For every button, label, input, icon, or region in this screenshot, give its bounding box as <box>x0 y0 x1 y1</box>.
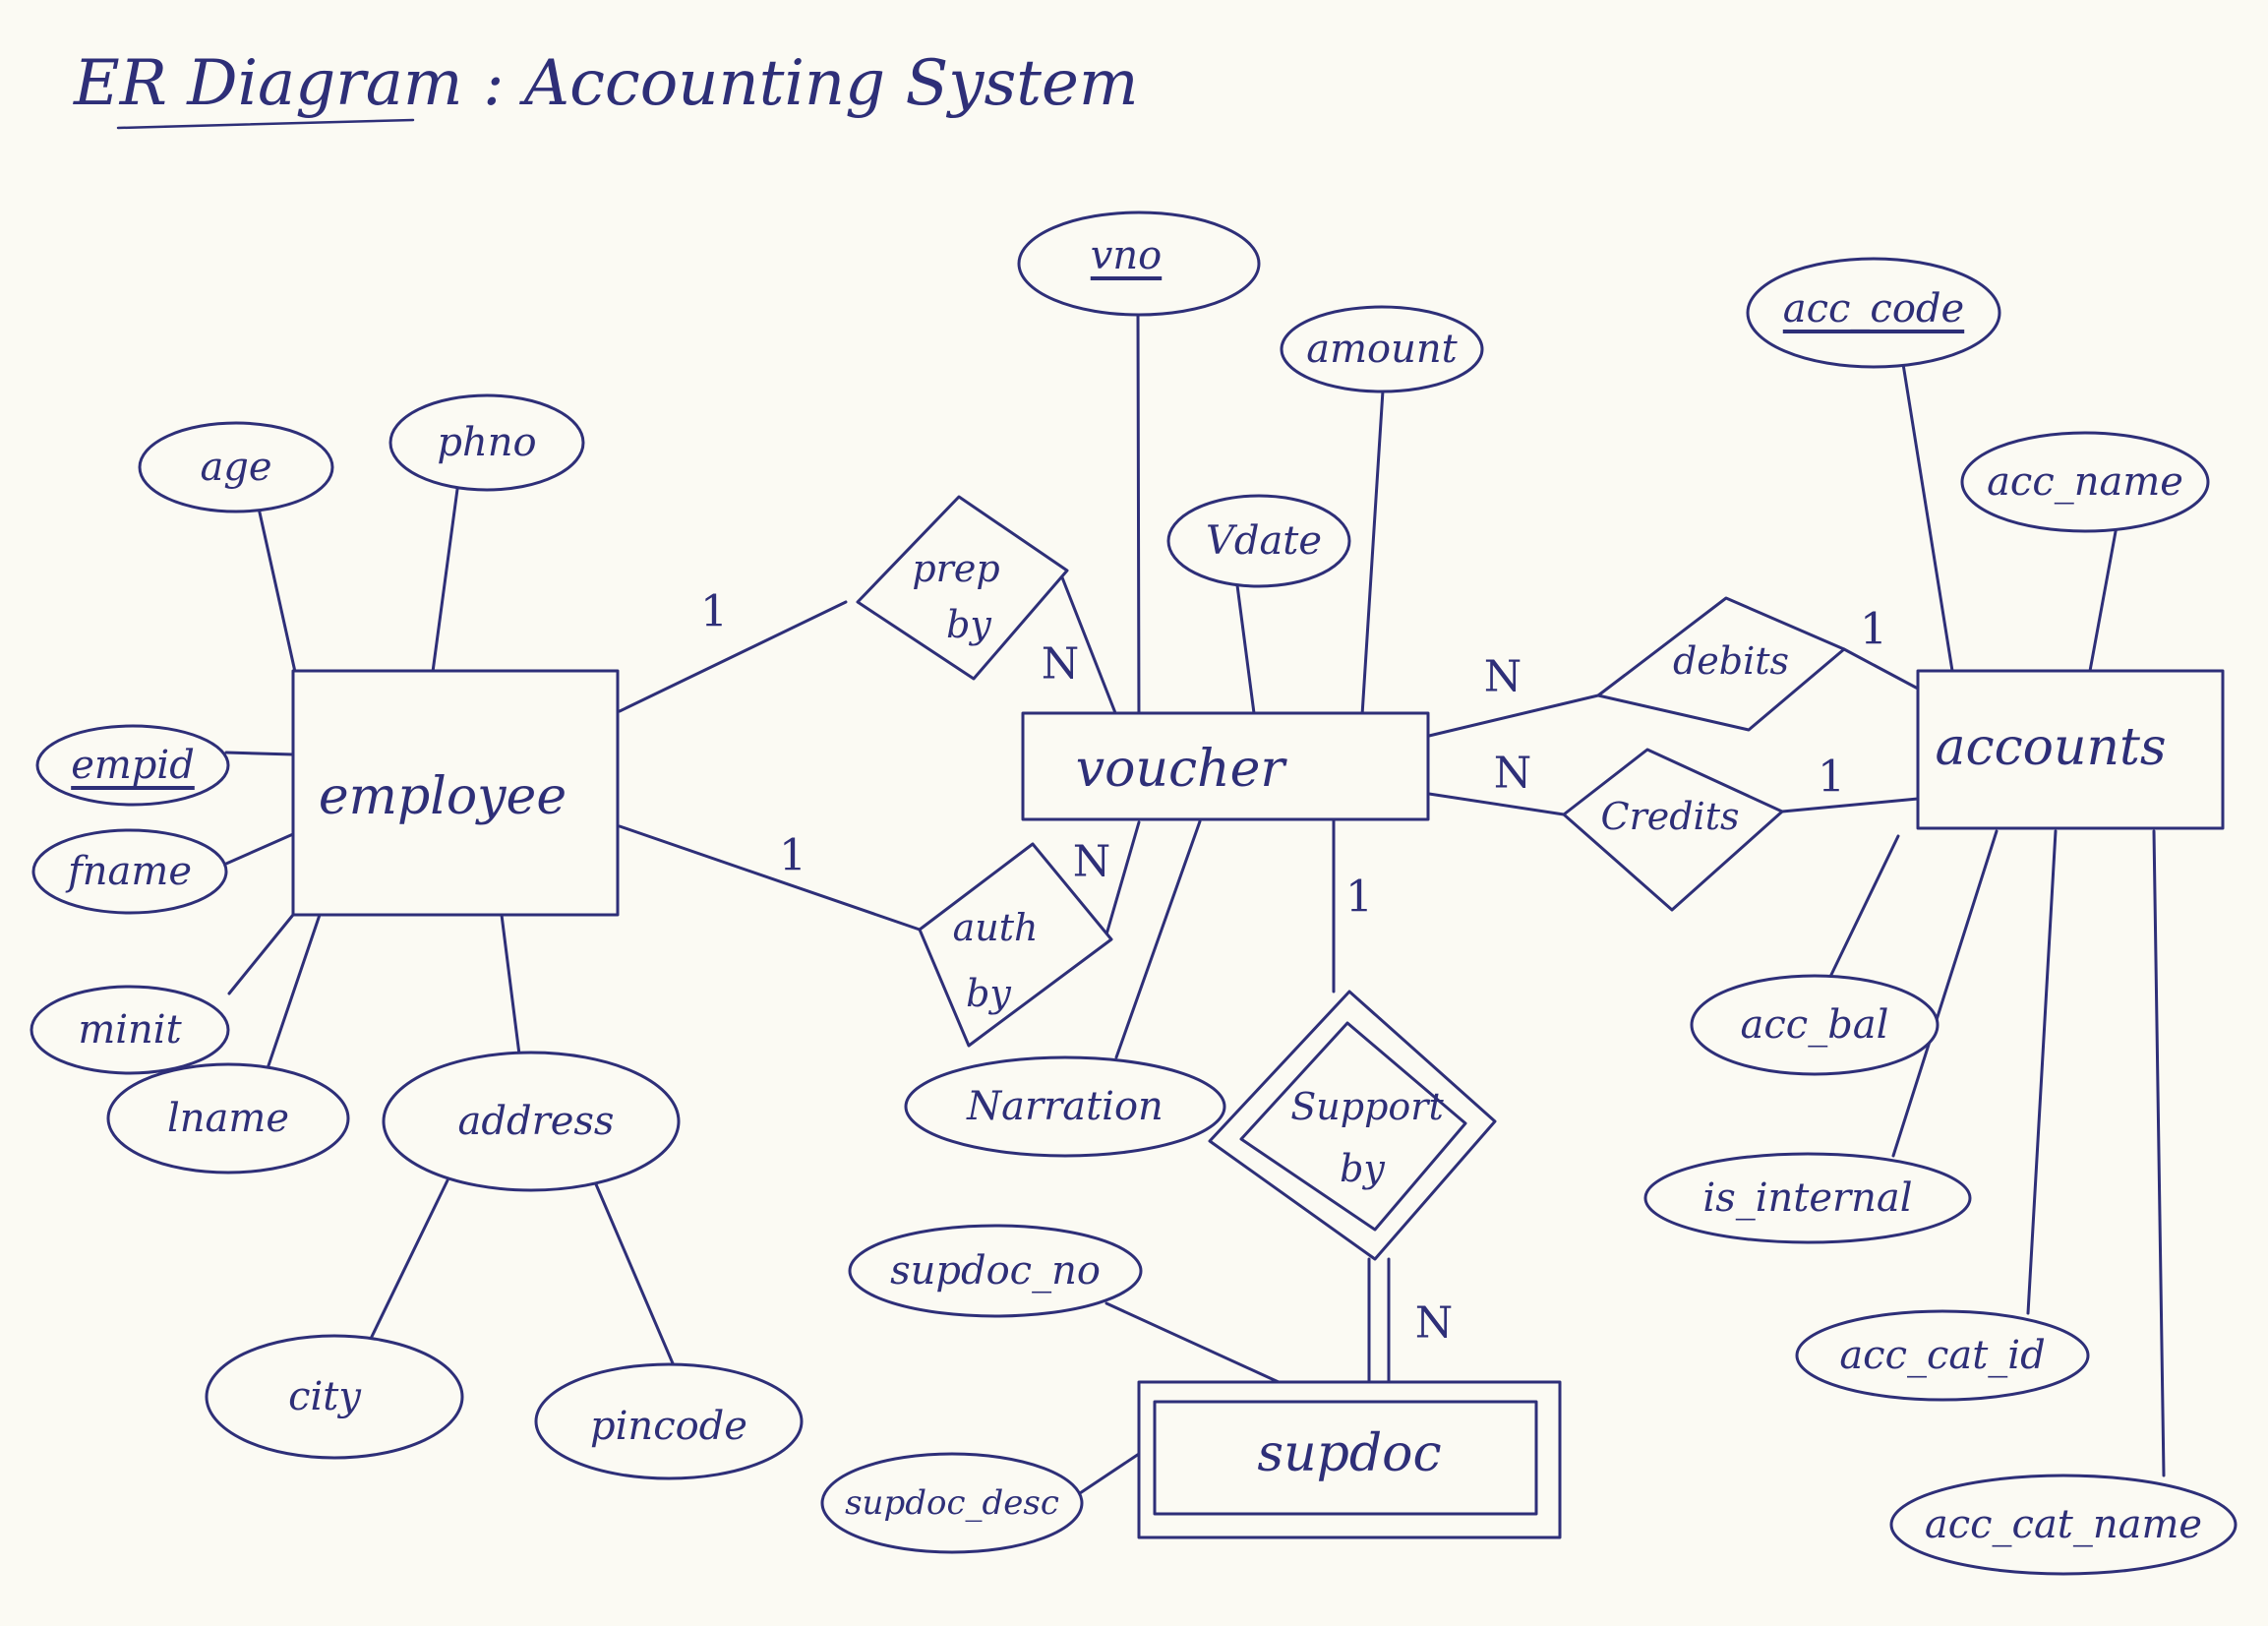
cardinality-auth-voucher: N <box>1073 837 1111 887</box>
entity-accounts-label: accounts <box>1935 718 2166 777</box>
relationship-support-by-label-2: by <box>1340 1147 1385 1190</box>
entity-accounts: accounts <box>1916 669 2225 830</box>
svg-text:amount: amount <box>1306 327 1458 372</box>
attribute-acc-bal: acc_bal <box>1690 974 1940 1076</box>
entity-voucher-label: voucher <box>1076 740 1288 799</box>
relationship-prep-by: prep by <box>856 495 1069 681</box>
svg-text:acc_name: acc_name <box>1987 459 2183 505</box>
svg-text:Narration: Narration <box>966 1084 1164 1129</box>
relationship-debits: debits <box>1596 596 1846 732</box>
entity-employee-label: employee <box>319 767 567 826</box>
svg-text:minit: minit <box>78 1007 182 1053</box>
svg-text:empid: empid <box>71 743 195 788</box>
relationship-support-by-label-1: Support <box>1290 1085 1444 1128</box>
relationship-prep-by-label-1: prep <box>912 547 999 590</box>
diagram-title: ER Diagram : Accounting System <box>73 47 1139 120</box>
cardinality-support-supdoc: N <box>1415 1298 1454 1349</box>
attribute-amount: amount <box>1280 305 1484 393</box>
relationship-auth-by-label-1: auth <box>953 906 1039 949</box>
svg-text:phno: phno <box>437 420 536 465</box>
identifying-relationship-support-by: Support by <box>1208 990 1497 1261</box>
attribute-fname: fname <box>31 828 228 915</box>
attribute-acc-code: acc_code <box>1746 257 2001 369</box>
relationship-auth-by: auth by <box>918 842 1113 1048</box>
svg-text:supdoc_no: supdoc_no <box>890 1248 1101 1294</box>
cardinality-prep-voucher: N <box>1042 639 1080 690</box>
cardinality-auth-employee: 1 <box>779 831 806 881</box>
svg-text:acc_code: acc_code <box>1783 286 1964 331</box>
attribute-address: address <box>382 1051 681 1192</box>
attribute-supdoc-desc: supdoc_desc <box>820 1452 1084 1554</box>
cardinality-debits-accounts: 1 <box>1860 605 1887 655</box>
svg-text:age: age <box>200 445 271 490</box>
svg-text:lname: lname <box>167 1096 289 1141</box>
svg-text:fname: fname <box>65 849 192 894</box>
entity-employee: employee <box>291 669 620 917</box>
attribute-minit: minit <box>30 985 230 1075</box>
title-underline <box>116 118 415 130</box>
svg-text:city: city <box>288 1374 362 1419</box>
attribute-phno: phno <box>388 393 585 492</box>
svg-text:supdoc_desc: supdoc_desc <box>845 1483 1059 1523</box>
svg-text:vno: vno <box>1091 233 1162 278</box>
cardinality-support-voucher: 1 <box>1345 873 1373 923</box>
relationship-debits-label: debits <box>1673 639 1789 683</box>
cardinality-prep-employee: 1 <box>700 587 728 637</box>
svg-text:acc_cat_id: acc_cat_id <box>1839 1333 2045 1378</box>
cardinality-debits-voucher: N <box>1484 652 1522 702</box>
weak-entity-supdoc-label: supdoc <box>1257 1424 1441 1483</box>
connector-lines <box>224 308 2166 1497</box>
attribute-supdoc-no: supdoc_no <box>848 1224 1143 1318</box>
attribute-narration: Narration <box>904 1055 1226 1158</box>
attribute-vno: vno <box>1017 211 1261 317</box>
svg-text:acc_cat_name: acc_cat_name <box>1925 1502 2202 1547</box>
svg-text:acc_bal: acc_bal <box>1741 1002 1889 1048</box>
relationship-auth-by-label-2: by <box>966 972 1011 1015</box>
attribute-pincode: pincode <box>534 1362 804 1480</box>
attribute-age: age <box>138 421 334 513</box>
svg-text:pincode: pincode <box>590 1404 747 1449</box>
relationship-credits: Credits <box>1562 748 1784 912</box>
attribute-city: city <box>205 1334 464 1460</box>
relationship-credits-label: Credits <box>1601 795 1740 838</box>
attribute-empid: empid <box>35 724 230 807</box>
attribute-acc-cat-name: acc_cat_name <box>1889 1474 2238 1576</box>
attribute-acc-cat-id: acc_cat_id <box>1795 1309 2090 1402</box>
attribute-vdate: Vdate <box>1166 494 1351 588</box>
svg-text:Vdate: Vdate <box>1206 518 1322 564</box>
svg-text:address: address <box>458 1099 615 1144</box>
attribute-acc-name: acc_name <box>1960 431 2210 533</box>
cardinality-credits-voucher: N <box>1494 749 1532 799</box>
weak-entity-supdoc: supdoc <box>1137 1380 1562 1539</box>
relationship-prep-by-label-2: by <box>946 603 991 646</box>
svg-text:is_internal: is_internal <box>1702 1175 1912 1221</box>
attribute-is-internal: is_internal <box>1643 1152 1972 1244</box>
attribute-lname: lname <box>106 1062 350 1174</box>
entity-voucher: voucher <box>1021 711 1430 821</box>
cardinality-credits-accounts: 1 <box>1818 753 1845 803</box>
